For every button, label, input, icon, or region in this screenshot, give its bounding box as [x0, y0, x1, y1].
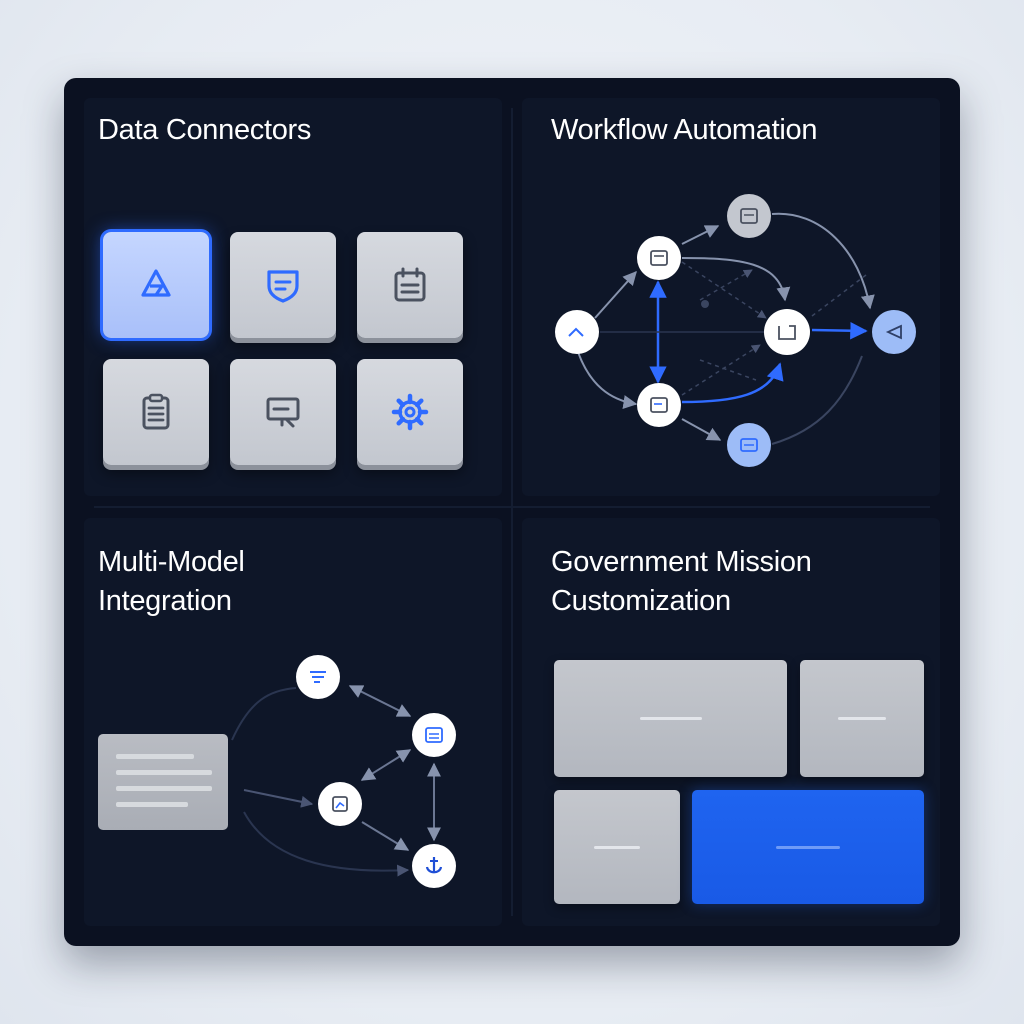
connector-tile-4[interactable] [103, 359, 209, 465]
connector-tile-1[interactable] [103, 232, 209, 338]
shield-document-icon [267, 270, 299, 303]
government-mission-title-line2: Customization [551, 585, 731, 617]
document-line [116, 786, 212, 791]
block-label-bar [640, 717, 702, 720]
document-line [116, 754, 194, 759]
document-line [116, 770, 212, 775]
calendar-icon [394, 267, 426, 302]
block-label-bar [776, 846, 840, 849]
gear-icon [391, 393, 429, 431]
mission-block-small[interactable] [800, 660, 924, 777]
document-line [116, 802, 188, 807]
triangle-connector-icon [141, 269, 171, 297]
multi-model-title-line1: Multi-Model [98, 546, 245, 578]
presentation-board-icon [266, 397, 300, 428]
clipboard-icon [142, 393, 170, 430]
connector-tile-6[interactable] [357, 359, 463, 465]
government-mission-title-line1: Government Mission [551, 546, 812, 578]
data-connectors-title: Data Connectors [98, 114, 312, 146]
connector-tile-3[interactable] [357, 232, 463, 338]
block-label-bar [594, 846, 640, 849]
horizontal-divider [94, 506, 930, 508]
mission-block-selected[interactable] [692, 790, 924, 904]
workflow-automation-quadrant [522, 98, 940, 496]
mission-block-large[interactable] [554, 660, 787, 777]
connector-tile-5[interactable] [230, 359, 336, 465]
connector-tile-2[interactable] [230, 232, 336, 338]
workflow-automation-title: Workflow Automation [551, 114, 818, 146]
vertical-divider [511, 108, 513, 916]
model-input-document [98, 734, 228, 830]
multi-model-title-line2: Integration [98, 585, 232, 617]
mission-block-bottom-left[interactable] [554, 790, 680, 904]
block-label-bar [838, 717, 886, 720]
